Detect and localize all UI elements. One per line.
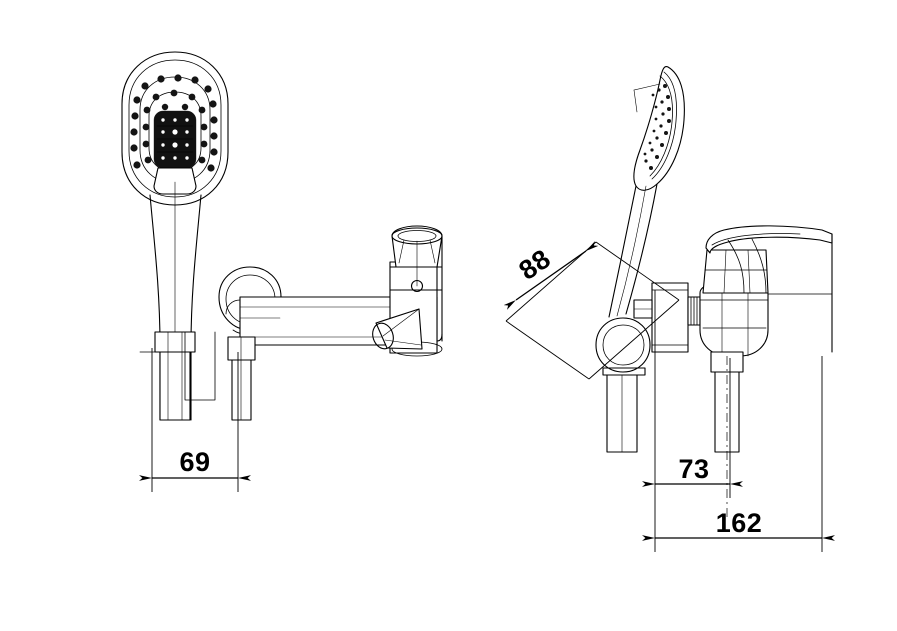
right-pipe (231, 359, 252, 421)
spray-face-nozzles (130, 74, 218, 176)
dimension-69-label: 69 (179, 447, 210, 477)
mixer-neck (702, 249, 769, 294)
hand-shower-head-front (121, 51, 229, 206)
dimensions-group: 69 88 73 16 (139, 241, 835, 552)
diverter-indicator (410, 279, 424, 293)
dimension-69: 69 (139, 348, 251, 492)
spray-mode-button (153, 167, 197, 195)
dimension-73-label: 73 (678, 454, 709, 484)
spray-core-nozzles (156, 118, 194, 160)
front-view-group (121, 51, 443, 421)
aerator-nose (375, 308, 423, 350)
right-union-collar (227, 336, 256, 361)
left-pipe (159, 351, 191, 421)
mixer-body-front (225, 225, 443, 357)
dimension-73: 73 (642, 290, 743, 498)
hand-shower-side (595, 66, 685, 453)
dimension-162-label: 162 (716, 508, 763, 538)
dimension-162: 162 (642, 356, 835, 552)
side-nozzle-marks (643, 84, 671, 170)
outlet-pipes-front (139, 331, 256, 421)
outlet-pipe-side (714, 371, 740, 453)
side-view-group (595, 66, 833, 520)
left-union-collar (154, 331, 196, 353)
mixer-body-side (699, 225, 833, 520)
mixer-cartridge-housing (699, 283, 769, 357)
